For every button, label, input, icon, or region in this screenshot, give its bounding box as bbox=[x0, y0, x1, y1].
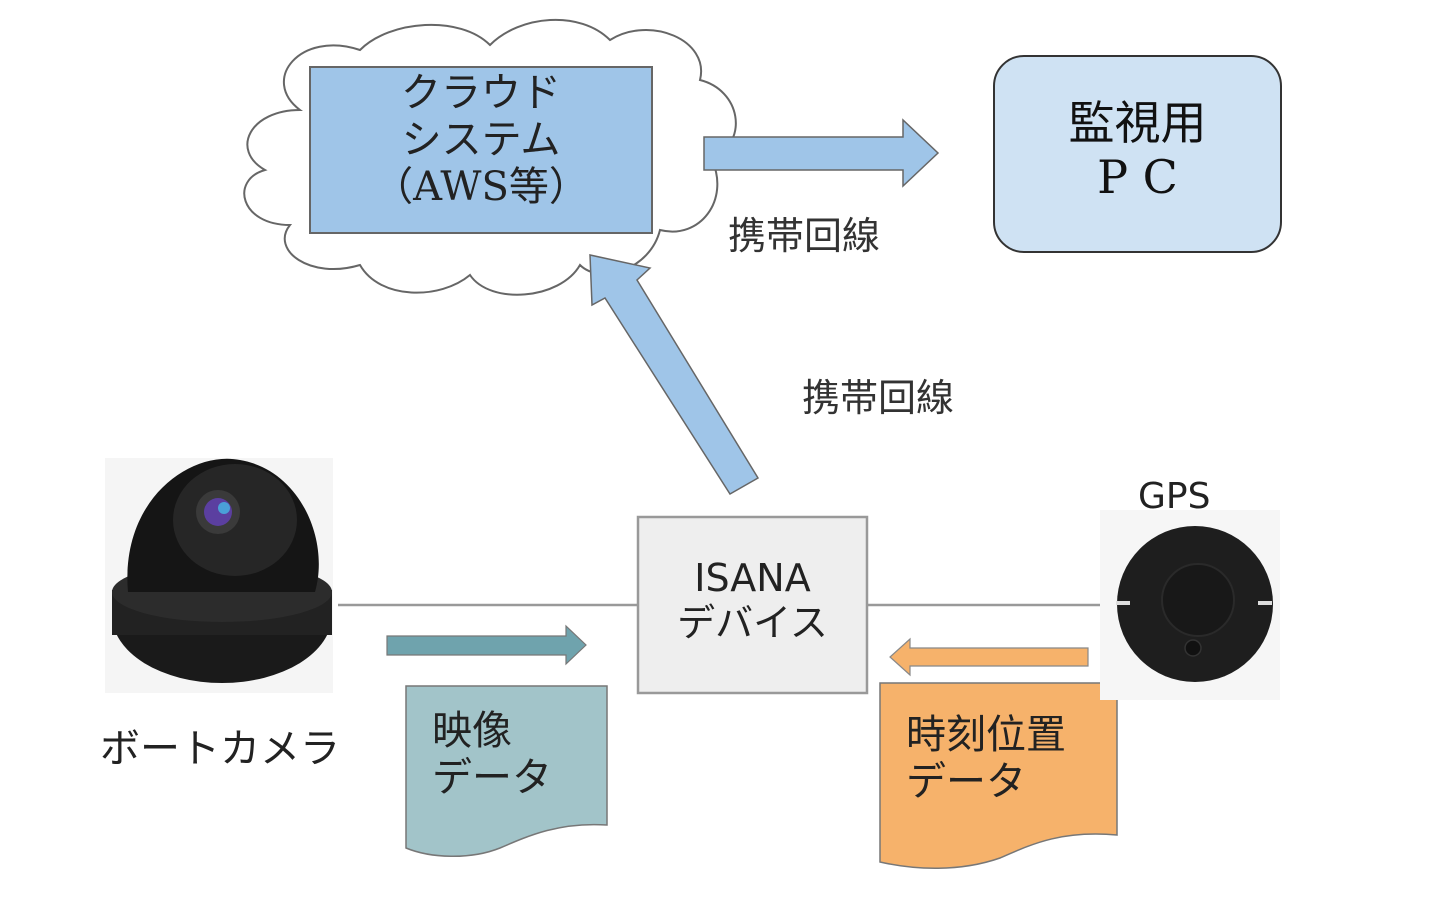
arrow-cloud-to-pc bbox=[703, 118, 940, 188]
video-data-line2: データ bbox=[432, 755, 552, 802]
monitor-pc-line2: P C bbox=[1097, 150, 1178, 205]
monitor-pc-label: 監視用 P C bbox=[994, 96, 1281, 205]
time-position-data-label: 時刻位置 データ bbox=[906, 712, 1066, 806]
time-position-data-line1: 時刻位置 bbox=[906, 712, 1066, 758]
cloud-system-line1: クラウド bbox=[401, 70, 561, 116]
isana-device-line2: デバイス bbox=[677, 600, 828, 645]
time-position-data-document bbox=[879, 682, 1118, 869]
isana-device-line1: ISANA bbox=[694, 556, 811, 600]
cloud-system-box bbox=[309, 66, 653, 234]
monitor-pc-line1: 監視用 bbox=[1068, 96, 1207, 150]
cloud-system-line3: （AWS等） bbox=[373, 164, 589, 211]
video-data-line1: 映像 bbox=[432, 708, 512, 754]
isana-device-label: ISANA デバイス bbox=[638, 556, 867, 646]
video-data-document bbox=[405, 685, 608, 857]
arrow-video-data bbox=[386, 624, 587, 666]
link-label-middle: 携帯回線 bbox=[802, 376, 955, 420]
gps-label: GPS bbox=[1138, 476, 1211, 517]
arrow-gps-data bbox=[889, 637, 1089, 677]
video-data-label: 映像 データ bbox=[432, 708, 552, 802]
link-label-top: 携帯回線 bbox=[728, 214, 881, 258]
boat-camera-label: ボートカメラ bbox=[100, 726, 340, 772]
time-position-data-line2: データ bbox=[906, 759, 1026, 806]
monitor-pc-box bbox=[993, 55, 1282, 253]
dome-camera-icon bbox=[105, 458, 333, 693]
cloud-system-label: クラウド システム （AWS等） bbox=[310, 70, 652, 212]
gps-antenna-icon bbox=[1100, 510, 1280, 700]
cloud-system-line2: システム bbox=[401, 117, 561, 164]
arrow-isana-to-cloud bbox=[589, 254, 760, 496]
isana-device-box bbox=[636, 515, 869, 695]
